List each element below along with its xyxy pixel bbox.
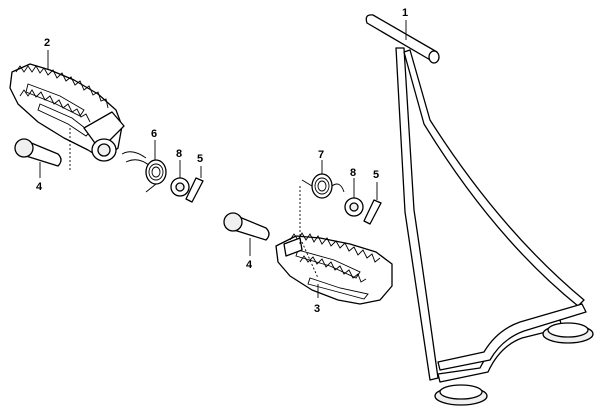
- callout-washer-left: 8: [176, 148, 182, 160]
- callout-right-footpeg: 3: [314, 303, 320, 315]
- washer-right: [344, 178, 364, 217]
- callout-washer-right: 8: [350, 167, 356, 179]
- callout-pin-left: 4: [36, 181, 43, 193]
- spring-right: [301, 160, 345, 199]
- pin-right: [223, 212, 270, 256]
- washer-left: [170, 160, 190, 197]
- right-footpeg: [275, 186, 393, 305]
- cotter-pin-left: [185, 166, 204, 203]
- callout-spring-left: 6: [151, 128, 157, 140]
- stand: [365, 14, 594, 406]
- callout-left-footpeg: 2: [44, 37, 50, 49]
- cotter-pin-right: [363, 182, 382, 225]
- callout-cotter-pin-left: 5: [197, 153, 203, 165]
- callout-cotter-pin-right: 5: [373, 169, 379, 181]
- leader-lines: [47, 20, 407, 298]
- left-footpeg: [9, 63, 125, 172]
- callout-numbers: 1 2 3 4 4 5 5 6 7 8 8: [36, 7, 408, 315]
- callout-spring-right: 7: [318, 149, 324, 161]
- spring-left: [121, 140, 167, 193]
- pin-left: [14, 138, 62, 178]
- callout-stand: 1: [402, 7, 408, 19]
- callout-pin-right: 4: [246, 259, 253, 271]
